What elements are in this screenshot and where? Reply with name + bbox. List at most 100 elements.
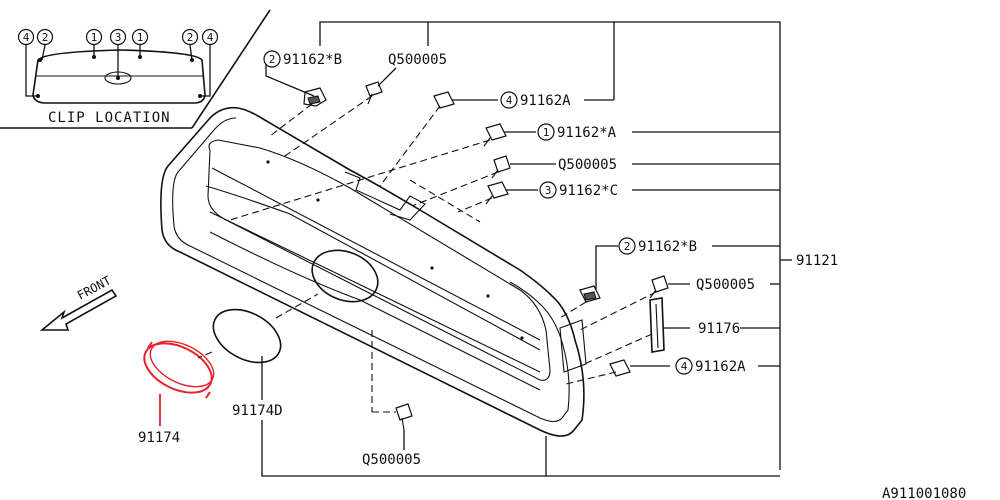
inset-marker-label: 4 — [23, 31, 30, 44]
callout-ref-circle — [675, 357, 693, 375]
callout-code: 91174D — [232, 403, 283, 419]
emblem-front-face — [143, 342, 213, 394]
callout-code: 91162*A — [557, 125, 617, 141]
callout-q500005-right: Q500005 — [696, 277, 755, 293]
inset-leader — [41, 44, 46, 61]
fastener-clip-b-right — [579, 285, 601, 303]
screw-icon — [493, 155, 511, 173]
front-arrow-icon — [39, 288, 118, 331]
inset-marker-label: 1 — [91, 31, 98, 44]
callout-code: Q500005 — [362, 452, 421, 468]
emblem-91174 — [143, 340, 215, 399]
emblem-base-shape — [212, 308, 282, 364]
callout-91176: 91176 — [698, 321, 740, 337]
callout-ref-circle — [537, 123, 555, 141]
callout-code: Q500005 — [558, 157, 617, 173]
grille-clip-hole — [486, 294, 490, 298]
callout-91162a-clip1: 1 91162*A — [537, 123, 617, 141]
callout-q500005-mid: Q500005 — [558, 157, 617, 173]
fastener-clip-b-top — [303, 87, 327, 107]
fastener-screw-bottom — [395, 403, 413, 431]
callout-code: 91176 — [698, 321, 740, 337]
callout-ref-circle — [539, 181, 557, 199]
callout-code: 91162A — [695, 359, 746, 375]
inset-marker-label: 3 — [115, 31, 122, 44]
inset-marker: 2 — [181, 28, 199, 46]
fastener-clip-3 — [485, 181, 509, 205]
inset-border-diagonal — [191, 9, 271, 129]
callout-91162b-right: 2 91162*B — [618, 237, 697, 255]
callout-code: 91162*B — [638, 239, 697, 255]
inset-grille-outline — [32, 49, 206, 104]
grille-emblem-mount — [311, 249, 379, 303]
callout-code: 91162*B — [283, 52, 342, 68]
seal-91176 — [649, 297, 665, 353]
inset-marker: 4 — [201, 28, 219, 46]
inset-leader — [200, 45, 211, 97]
fastener-screw-right — [649, 275, 669, 299]
inset-marker-label: 1 — [137, 31, 144, 44]
inset-clip-dot — [38, 58, 42, 62]
inset-marker: 2 — [36, 28, 54, 46]
grille-clip-hole — [520, 336, 524, 340]
callout-ref: 2 — [624, 240, 631, 253]
callout-code: Q500005 — [696, 277, 755, 293]
callout-91162a-top: 4 91162A — [500, 91, 571, 109]
inset-leader — [25, 45, 38, 97]
inset-clip-dot — [116, 76, 120, 80]
leader-bus-main — [319, 21, 781, 470]
emblem-edge — [147, 341, 211, 399]
clip-icon — [433, 91, 455, 109]
inset-marker: 1 — [131, 28, 149, 46]
grille-clip-hole — [430, 266, 434, 270]
callout-ref-circle — [618, 237, 636, 255]
callout-91162b-top: 2 91162*B — [263, 50, 342, 68]
callout-ref: 2 — [269, 53, 276, 66]
callout-91162a-right: 4 91162A — [675, 357, 746, 375]
emblem-base-91174d — [212, 308, 282, 364]
callout-91174d: 91174D — [232, 403, 283, 419]
clip-icon — [487, 181, 509, 199]
callout-code: Q500005 — [388, 52, 447, 68]
assembly-lines — [197, 95, 657, 413]
callout-91162c: 3 91162*C — [539, 181, 618, 199]
inset-title: CLIP LOCATION — [48, 110, 171, 126]
callout-91121: 91121 — [796, 253, 838, 269]
grille-bar — [211, 167, 541, 341]
fastener-screw-mid — [491, 155, 511, 179]
callout-code: 91162*C — [559, 183, 618, 199]
inset-marker-label: 2 — [187, 31, 194, 44]
grille-outer-shell — [160, 106, 585, 437]
front-grille — [160, 106, 587, 437]
fastener-clip-a-4-right — [609, 359, 631, 377]
grille-bar — [209, 231, 541, 391]
clip-icon — [485, 123, 507, 141]
inset-marker: 1 — [85, 28, 103, 46]
callout-ref: 1 — [543, 126, 550, 139]
screw-icon — [651, 275, 669, 293]
callout-ref-circle — [263, 50, 281, 68]
callout-ref: 3 — [545, 184, 552, 197]
grille-bar — [205, 185, 541, 351]
inset-marker-label: 4 — [207, 31, 214, 44]
callout-ref: 4 — [681, 360, 688, 373]
callout-ref-circle — [500, 91, 518, 109]
callout-code: 91162A — [520, 93, 571, 109]
grille-clip-hole — [316, 198, 320, 202]
callout-ref: 4 — [506, 94, 513, 107]
callout-91174: 91174 — [138, 430, 180, 446]
clip-location-inset: 4 2 1 3 1 2 4 CLIP LOCATION — [0, 9, 271, 129]
inset-leader — [189, 44, 193, 61]
front-label: FRONT — [75, 273, 113, 302]
callout-code: 91121 — [796, 253, 838, 269]
grille-side-bracket — [559, 319, 587, 373]
clip-icon — [609, 359, 631, 377]
fastener-clip-a-4-top — [433, 91, 455, 109]
grille-inner-rim — [172, 117, 570, 423]
inset-marker: 3 — [109, 28, 127, 46]
callout-q500005-top: Q500005 — [388, 52, 447, 68]
inset-marker: 4 — [17, 28, 35, 46]
grille-clip-hole — [266, 160, 270, 164]
